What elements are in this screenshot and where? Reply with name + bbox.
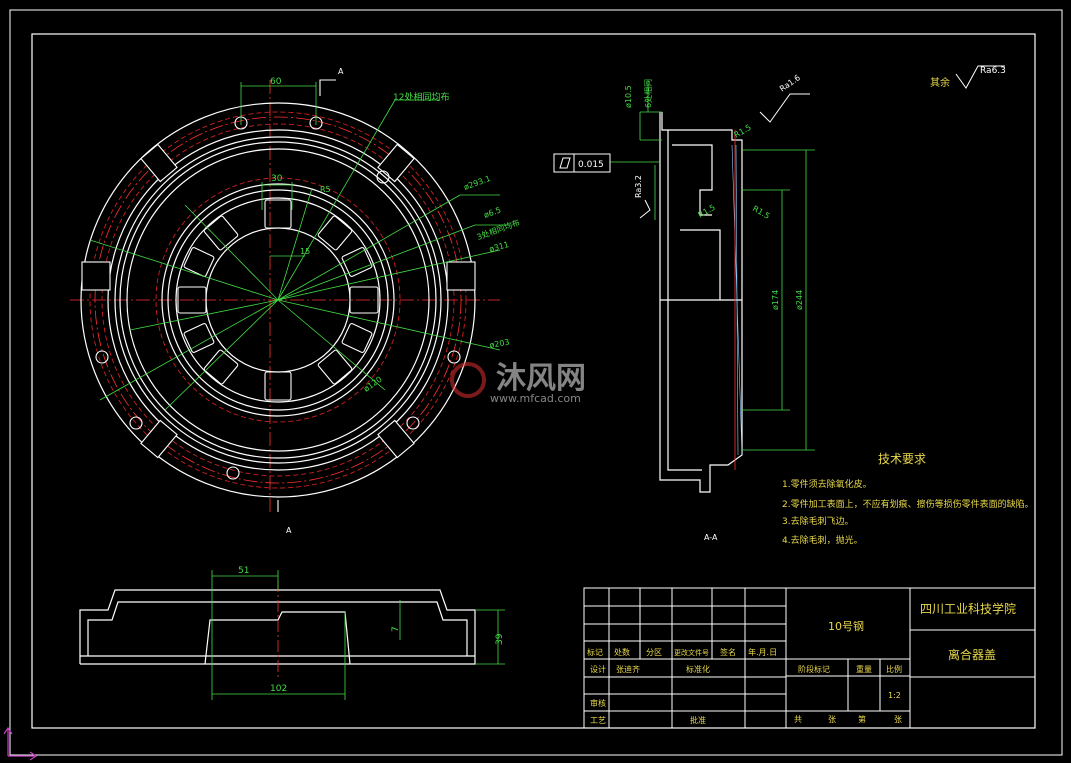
dim-d244: ø244	[795, 290, 804, 310]
dim-60: 60	[270, 77, 282, 87]
no-label: 第	[858, 714, 866, 724]
dim-102: 102	[270, 684, 287, 694]
ra-3-2: Ra3.2	[634, 175, 643, 198]
dim-39: 39	[495, 633, 505, 645]
standard-label: 标准化	[686, 664, 710, 674]
roughness-other-value: Ra6.3	[980, 66, 1006, 76]
scale-label: 比例	[886, 664, 902, 674]
tech-item: 4.去除毛刺，抛光。	[782, 534, 863, 546]
watermark-url: www.mfcad.com	[490, 392, 581, 405]
review-label: 审核	[590, 698, 606, 708]
dim-d203: ø203	[489, 338, 510, 350]
material: 10号钢	[828, 620, 864, 633]
ucs-axis-icon	[3, 726, 38, 761]
weight-label: 重量	[856, 664, 872, 674]
total-label: 共	[794, 715, 802, 724]
roughness-other: 其余 Ra6.3	[930, 65, 1006, 89]
h-zone: 分区	[646, 648, 662, 657]
watermark-logo-text: 沐风网	[496, 361, 586, 396]
section-label: A-A	[704, 533, 718, 542]
flatness-value: 0.015	[578, 160, 604, 170]
h-count: 处数	[614, 647, 630, 657]
tech-item: 1.零件须去除氧化皮。	[782, 478, 872, 490]
tech-title: 技术要求	[878, 452, 926, 466]
tech-item: 2.零件加工表面上，不应有划痕、擦伤等损伤零件表面的缺陷。	[782, 498, 1034, 510]
tech-item: 3.去除毛刺飞边。	[782, 515, 854, 527]
process-label: 工艺	[590, 716, 606, 725]
design-label: 设计	[590, 664, 606, 674]
approve-label: 批准	[690, 715, 706, 725]
dim-15: 15	[300, 247, 310, 256]
scale-value: 1:2	[888, 691, 901, 700]
sheet-label: 张	[828, 715, 836, 724]
stage-label: 阶段标记	[798, 664, 830, 674]
h-sign: 签名	[720, 647, 736, 657]
h-doc: 更改文件号	[674, 648, 709, 657]
dim-d174: ø174	[771, 290, 780, 310]
note-6-holes: 6处相同	[643, 79, 653, 108]
dim-r5: R5	[320, 185, 331, 194]
sheet-label-2: 张	[894, 715, 902, 724]
watermark: 沐风网 www.mfcad.com	[450, 361, 586, 405]
roughness-other-label: 其余	[930, 76, 950, 89]
dim-51: 51	[238, 566, 249, 576]
bottom-view: 51 7 39 102	[79, 566, 505, 700]
part-name: 离合器盖	[948, 647, 996, 662]
dim-7: 7	[391, 626, 401, 632]
section-mark-bottom: A	[286, 526, 292, 535]
dim-30: 30	[271, 174, 283, 184]
designer: 张迪齐	[616, 664, 640, 674]
tech-requirements: 技术要求 1.零件须去除氧化皮。 2.零件加工表面上，不应有划痕、擦伤等损伤零件…	[782, 452, 1034, 546]
section-mark-top: A	[338, 67, 344, 76]
note-12-holes: 12处相同均布	[393, 91, 449, 103]
school-name: 四川工业科技学院	[920, 601, 1016, 616]
sheet-border-inner	[31, 33, 1036, 729]
h-date: 年.月.日	[748, 647, 777, 657]
watermark-logo-icon	[450, 362, 486, 398]
h-mark: 标记	[587, 647, 603, 657]
sheet-border-outer	[9, 9, 1063, 756]
title-block: 10号钢 四川工业科技学院 离合器盖 标记 处数 分区 更改文件号 签名 年.月…	[583, 587, 1036, 729]
dim-d10-5: ø10.5	[624, 85, 633, 108]
